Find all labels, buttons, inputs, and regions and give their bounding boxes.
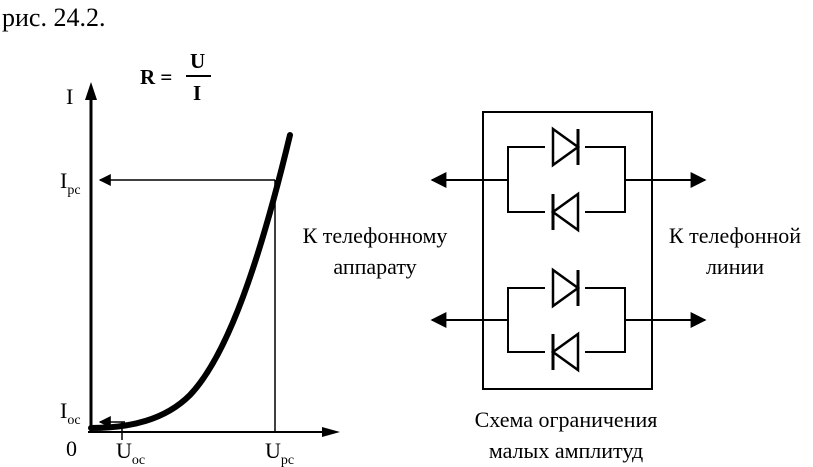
formula-numerator: U — [190, 49, 205, 73]
upper-diode-pair — [507, 126, 626, 233]
right-label-line1: К телефонной — [669, 223, 801, 248]
uoc-label: Uoc — [116, 438, 145, 467]
figure-caption: рис. 24.2. — [2, 3, 105, 32]
ioc-label: Ioc — [60, 398, 81, 428]
ipc-label: Ipc — [60, 168, 81, 198]
origin-label: 0 — [66, 436, 77, 461]
diode-left-icon — [545, 331, 585, 373]
lower-diode-pair — [507, 267, 626, 373]
diode-right-icon — [545, 126, 585, 168]
left-label-line1: К телефонному — [303, 223, 448, 248]
x-axis-arrow — [322, 427, 340, 437]
iv-curve — [88, 132, 293, 431]
y-axis-label: I — [66, 84, 73, 109]
limiter-circuit: К телефонному аппарату К телефонной лини… — [303, 111, 801, 463]
circuit-caption-line2: малых амплитуд — [489, 438, 643, 463]
circuit-caption-line1: Схема ограничения — [475, 407, 658, 432]
diode-right-icon — [545, 267, 585, 309]
diode-left-icon — [545, 191, 585, 233]
formula-denominator: I — [193, 81, 201, 105]
y-axis-arrow — [85, 82, 97, 100]
resistance-formula: R = U I — [140, 49, 211, 105]
right-label-line2: линии — [706, 254, 764, 279]
iv-graph: I 0 Ipc Ioc Uoc Upc — [60, 82, 340, 467]
left-label-line2: аппарату — [333, 254, 416, 279]
formula-lhs: R = — [140, 65, 172, 89]
circuit-box — [482, 111, 653, 390]
upc-label: Upc — [265, 438, 294, 467]
